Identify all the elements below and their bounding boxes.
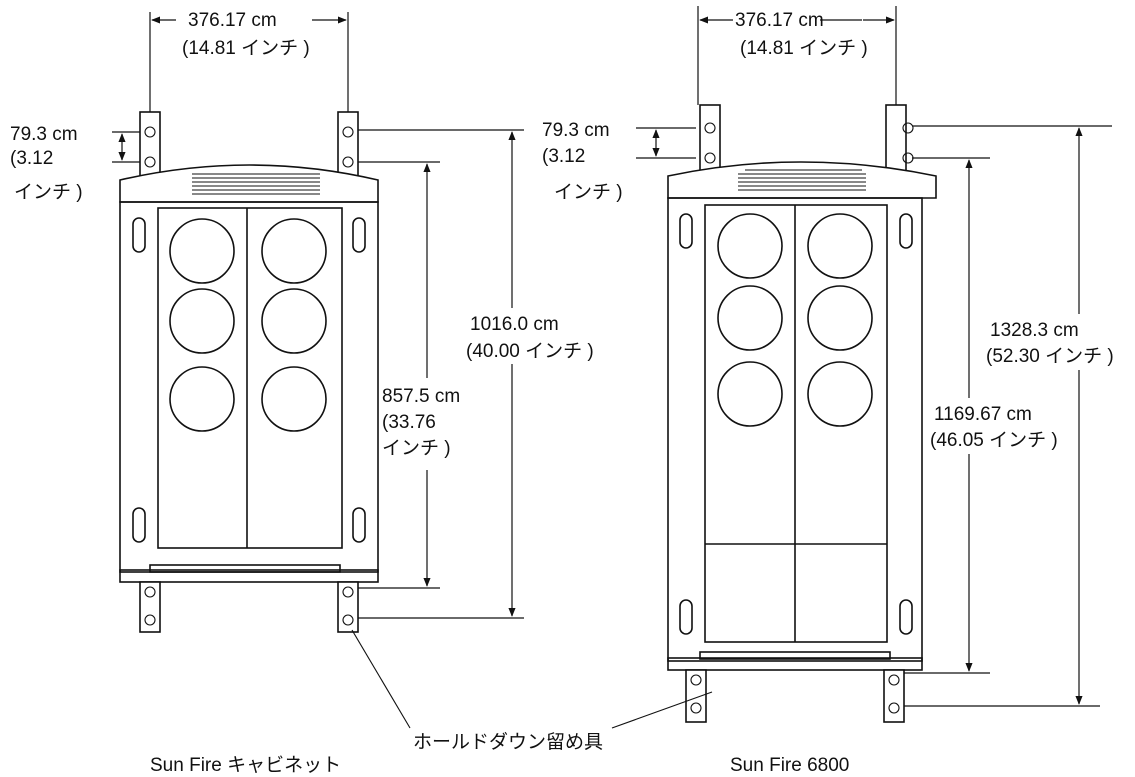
fan-circle (261, 288, 327, 354)
right-height-in: (52.30 インチ ) (986, 346, 1114, 367)
right-mid-in: (46.05 インチ ) (930, 430, 1058, 451)
left-caption: Sun Fire キャビネット (150, 754, 341, 776)
left-width-cm: 376.17 cm (188, 10, 277, 31)
left-bracket-in-2: インチ ) (14, 182, 83, 203)
right-top-bracket-left (699, 104, 721, 176)
left-base-plate (119, 569, 379, 583)
left-height-cm: 1016.0 cm (470, 314, 559, 335)
left-mid-dimension (358, 161, 472, 589)
bracket-hole (342, 156, 354, 168)
side-slot (679, 213, 693, 249)
right-caption: Sun Fire 6800 (730, 755, 849, 776)
side-slot (679, 599, 693, 635)
left-mid-cm: 857.5 cm (382, 386, 460, 407)
right-base-lip (699, 651, 891, 660)
right-cabinet-drawing (667, 104, 937, 723)
fan-circle (717, 285, 783, 351)
bracket-hole (704, 122, 716, 134)
bracket-hole (144, 156, 156, 168)
bracket-hole (342, 586, 354, 598)
right-bottom-bracket-right (883, 669, 905, 723)
hold-down-leader-lines (351, 629, 713, 729)
side-slot (899, 599, 913, 635)
bracket-hole (888, 674, 900, 686)
right-top-vent (738, 169, 866, 191)
side-slot (352, 507, 366, 543)
fan-circle (807, 213, 873, 279)
fan-circle (807, 361, 873, 427)
right-mid-dimension (904, 157, 1080, 674)
left-base-lip (149, 564, 341, 573)
right-bottom-bracket-left (685, 669, 707, 723)
bracket-hole (342, 614, 354, 626)
left-height-in: (40.00 インチ ) (466, 341, 594, 362)
right-width-in: (14.81 インチ ) (740, 38, 868, 59)
bracket-hole (144, 614, 156, 626)
right-bracket-in-2: インチ ) (554, 182, 623, 203)
left-mid-in-2: インチ ) (382, 438, 451, 459)
right-bracket-in-1: (3.12 (542, 146, 585, 167)
left-bracket-cm: 79.3 cm (10, 124, 78, 145)
right-width-cm: 376.17 cm (735, 10, 824, 31)
side-slot (132, 507, 146, 543)
left-height-dimension (358, 129, 616, 619)
side-slot (899, 213, 913, 249)
right-front-panel (704, 204, 888, 643)
bracket-hole (144, 586, 156, 598)
fan-circle (169, 366, 235, 432)
right-bracket-dimension (636, 127, 696, 159)
right-height-dimension (904, 125, 1130, 707)
right-roof-cap (667, 161, 937, 199)
bracket-hole (690, 702, 702, 714)
fan-circle (717, 361, 783, 427)
side-slot (132, 217, 146, 253)
fan-circle (261, 366, 327, 432)
fan-circle (717, 213, 783, 279)
fan-circle (169, 288, 235, 354)
left-top-vent (192, 173, 320, 195)
left-top-bracket-left (139, 111, 161, 179)
bracket-hole (888, 702, 900, 714)
fan-circle (261, 218, 327, 284)
right-mid-cm: 1169.67 cm (934, 404, 1032, 425)
side-slot (352, 217, 366, 253)
bracket-hole (690, 674, 702, 686)
right-bracket-cm: 79.3 cm (542, 120, 610, 141)
bracket-hole (902, 122, 914, 134)
fan-circle (169, 218, 235, 284)
fan-circle (807, 285, 873, 351)
left-bracket-in-1: (3.12 (10, 148, 53, 169)
bracket-hole (704, 152, 716, 164)
bracket-hole (342, 126, 354, 138)
left-width-in: (14.81 インチ ) (182, 38, 310, 59)
left-front-panel (157, 207, 343, 549)
bracket-hole (144, 126, 156, 138)
right-base-plate (667, 657, 923, 671)
left-mid-in-1: (33.76 (382, 412, 436, 433)
right-height-cm: 1328.3 cm (990, 320, 1079, 341)
hold-down-callout: ホールドダウン留め具 (413, 731, 603, 753)
left-top-bracket-right (337, 111, 359, 179)
right-cabinet-body (667, 197, 923, 662)
left-bracket-dimension (112, 131, 140, 163)
left-cabinet-drawing (119, 111, 379, 633)
right-top-bracket-right (885, 104, 907, 176)
left-width-dimension (149, 8, 349, 112)
